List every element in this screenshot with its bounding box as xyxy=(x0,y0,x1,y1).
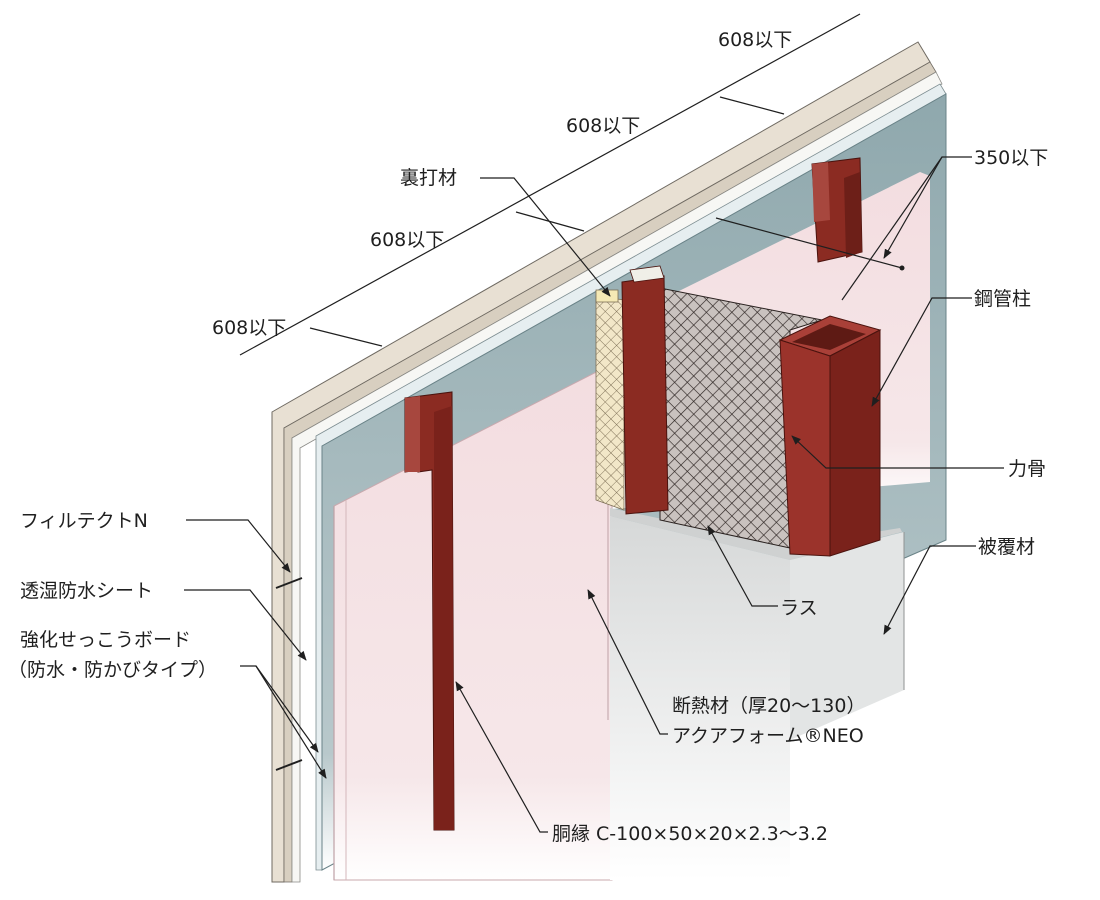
label-moisture-sheet: 透湿防水シート xyxy=(20,580,153,602)
label-lath: ラス xyxy=(780,597,818,619)
label-girt: 胴縁 C-100×50×20×2.3〜3.2 xyxy=(552,823,828,845)
label-filtect: フィルテクトN xyxy=(20,510,148,532)
cover-block xyxy=(610,516,790,880)
moisture-sheet xyxy=(291,71,943,883)
lath-girt xyxy=(621,275,669,515)
label-insulation-2: アクアフォーム®NEO xyxy=(672,725,864,747)
label-steel-column: 鋼管柱 xyxy=(974,288,1031,310)
label-stiffener: 力骨 xyxy=(1008,458,1046,480)
steel-column-side xyxy=(829,329,881,557)
dim-label-4: 608以下 xyxy=(212,317,286,339)
label-cover: 被覆材 xyxy=(978,536,1035,558)
label-gypsum-1: 強化せっこうボード xyxy=(20,629,191,651)
cover-block-side xyxy=(790,532,904,740)
label-gypsum-2: （防水・防かびタイプ） xyxy=(8,659,217,681)
label-insulation-1: 断熱材（厚20〜130） xyxy=(672,695,865,717)
dim-label-3: 608以下 xyxy=(370,229,444,251)
label-backing: 裏打材 xyxy=(400,167,457,189)
dim-label-2: 608以下 xyxy=(566,115,640,137)
lath-mesh-left xyxy=(595,295,625,511)
label-spacing-350: 350以下 xyxy=(974,147,1048,169)
dim-label-1: 608以下 xyxy=(718,29,792,51)
